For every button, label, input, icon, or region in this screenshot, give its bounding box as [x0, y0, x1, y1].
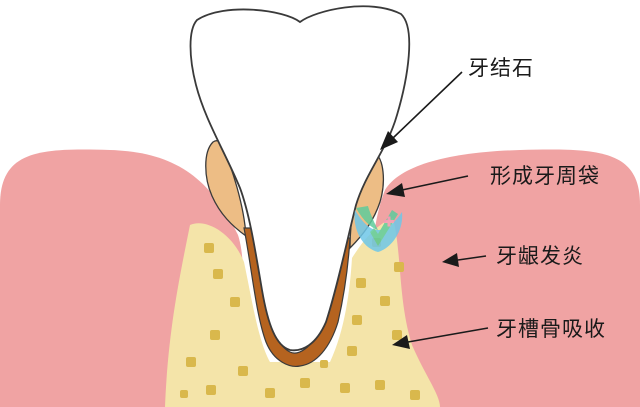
label-bone-resorption: 牙槽骨吸收 — [496, 317, 606, 341]
pointer-gingivitis-line — [457, 255, 487, 261]
gum-right — [368, 149, 640, 407]
label-calculus: 牙结石 — [468, 56, 534, 80]
pointer-pocket-line — [401, 175, 469, 191]
pointer-bone-head — [392, 335, 410, 349]
tooth — [189, 5, 411, 352]
pointer-calculus-line — [392, 71, 463, 139]
alveolar-bone — [165, 218, 440, 407]
label-periodontal-pocket: 形成牙周袋 — [490, 164, 600, 188]
pointer-bone-line — [407, 327, 489, 343]
watermark-logo-icon — [354, 206, 403, 252]
pointer-pocket-head — [386, 183, 405, 197]
label-gingivitis: 牙龈发炎 — [496, 244, 584, 268]
pointer-arrows — [380, 71, 489, 349]
pointer-calculus-head — [380, 131, 398, 150]
pointer-gingivitis-head — [442, 253, 459, 267]
